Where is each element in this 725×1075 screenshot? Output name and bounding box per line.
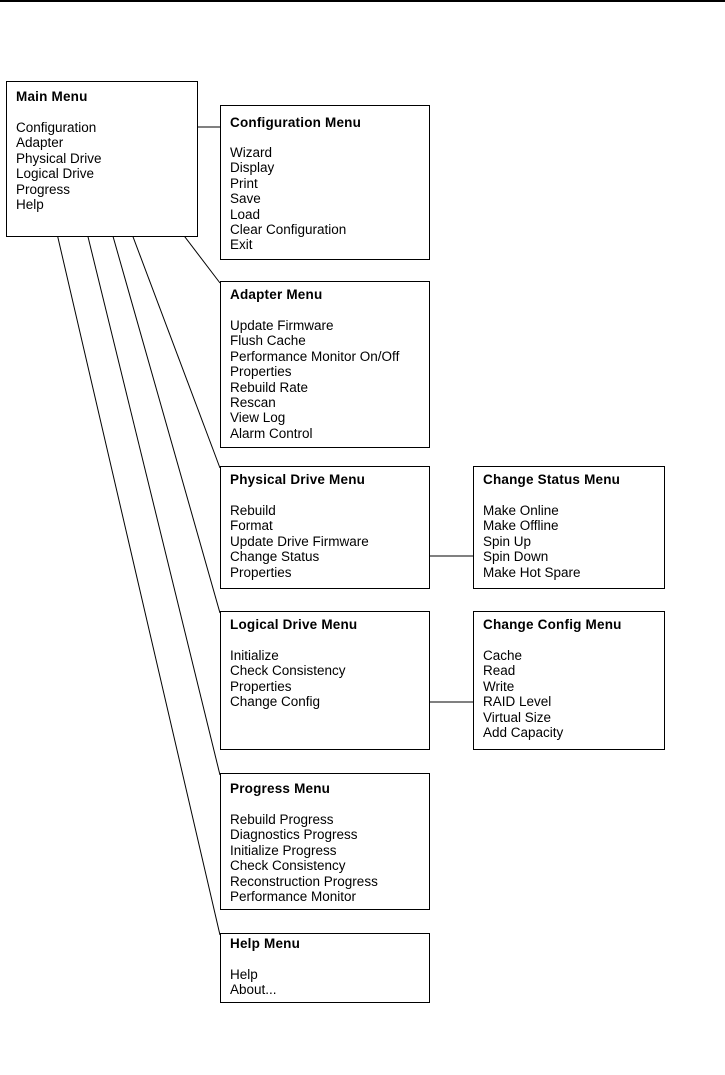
physical-drive-menu-item-update-drive-firmware[interactable]: Update Drive Firmware [230,533,369,549]
adapter-menu-item-rebuild-rate[interactable]: Rebuild Rate [230,379,309,395]
change-config-menu-item-cache[interactable]: Cache [483,648,523,663]
help-link [51,211,221,936]
main-menu-item-help[interactable]: Help [16,197,44,213]
progress-menu-item-performance-monitor[interactable]: Performance Monitor [230,889,357,905]
progress-menu-item-reconstruction-progress[interactable]: Reconstruction Progress [230,873,378,889]
physical-drive-menu-title: Physical Drive Menu [230,472,366,487]
adapter-menu-item-rescan[interactable]: Rescan [230,395,276,411]
change-config-menu-item-write[interactable]: Write [483,678,515,694]
logical-drive-menu-item-properties[interactable]: Properties [230,678,292,694]
progress-menu-item-initialize-progress[interactable]: Initialize Progress [230,842,337,858]
progress-menu-item-diagnostics-progress[interactable]: Diagnostics Progress [230,827,358,843]
top-border-rule [0,0,725,2]
adapter-menu-title: Adapter Menu [230,287,323,302]
change-config-menu-title: Change Config Menu [483,617,622,632]
change-config-menu-item-virtual-size[interactable]: Virtual Size [483,709,552,725]
main-menu-title: Main Menu [16,89,88,104]
logical-drive-menu-item-check-consistency[interactable]: Check Consistency [230,663,346,679]
change-status-menu-item-make-offline[interactable]: Make Offline [483,518,559,534]
main-menu-item-physical-drive[interactable]: Physical Drive [16,150,102,166]
progress-menu-title: Progress Menu [230,781,331,796]
change-config-menu-item-add-capacity[interactable]: Add Capacity [483,725,564,741]
change-config-menu-item-raid-level[interactable]: RAID Level [483,694,552,710]
logical-drive-menu-item-change-config[interactable]: Change Config [230,694,321,710]
help-menu-title: Help Menu [230,936,301,951]
change-status-menu-item-spin-down[interactable]: Spin Down [483,549,549,565]
configuration-menu-box[interactable] [220,105,430,260]
change-status-menu-item-make-hot-spare[interactable]: Make Hot Spare [483,564,581,580]
change-status-menu-item-spin-up[interactable]: Spin Up [483,533,532,549]
progress-menu-item-rebuild-progress[interactable]: Rebuild Progress [230,812,334,827]
help-menu-item-about[interactable]: About... [230,982,277,998]
adapter-menu-item-view-log[interactable]: View Log [230,410,286,426]
adapter-menu-item-update-firmware[interactable]: Update Firmware [230,318,334,333]
logical-drive-link [96,179,221,614]
logical-drive-menu-item-initialize[interactable]: Initialize [230,648,279,663]
help-menu-box[interactable] [220,933,430,1003]
help-menu-item-help[interactable]: Help [230,967,258,982]
configuration-menu-item-display[interactable]: Display [230,160,275,176]
configuration-menu-item-print[interactable]: Print [230,175,258,191]
physical-drive-menu-item-properties[interactable]: Properties [230,564,292,580]
logical-drive-menu-title: Logical Drive Menu [230,617,358,632]
configuration-menu-item-exit[interactable]: Exit [230,237,253,253]
change-config-menu-item-read[interactable]: Read [483,663,516,679]
adapter-menu-item-alarm-control[interactable]: Alarm Control [230,425,313,441]
physical-drive-menu-item-format[interactable]: Format [230,518,273,534]
progress-link [77,195,221,776]
configuration-menu-title: Configuration Menu [230,115,362,130]
adapter-menu-item-properties[interactable]: Properties [230,364,292,380]
adapter-menu-item-performance-monitor-on-off[interactable]: Performance Monitor On/Off [230,348,400,364]
configuration-menu-item-load[interactable]: Load [230,206,261,222]
physical-drive-menu-box[interactable] [220,466,430,589]
progress-menu-box[interactable] [220,773,430,910]
physical-drive-menu-item-rebuild[interactable]: Rebuild [230,503,276,518]
configuration-menu-item-clear-configuration[interactable]: Clear Configuration [230,222,347,238]
main-menu-item-logical-drive[interactable]: Logical Drive [16,166,95,182]
main-menu-item-configuration[interactable]: Configuration [16,120,97,135]
change-status-menu-box[interactable] [473,466,665,589]
change-status-menu-title: Change Status Menu [483,472,621,487]
main-menu-item-adapter[interactable]: Adapter [16,135,64,151]
change-status-menu-item-make-online[interactable]: Make Online [483,503,559,518]
main-menu-item-progress[interactable]: Progress [16,181,71,197]
configuration-menu-item-save[interactable]: Save [230,191,261,207]
adapter-menu-item-flush-cache[interactable]: Flush Cache [230,333,306,349]
adapter-menu-box[interactable] [220,281,430,448]
main-menu-box[interactable] [6,81,198,237]
logical-drive-menu-box[interactable] [220,611,430,750]
configuration-menu-item-wizard[interactable]: Wizard [230,145,273,160]
physical-drive-menu-item-change-status[interactable]: Change Status [230,549,320,565]
progress-menu-item-check-consistency[interactable]: Check Consistency [230,858,346,874]
change-config-menu-box[interactable] [473,611,665,750]
